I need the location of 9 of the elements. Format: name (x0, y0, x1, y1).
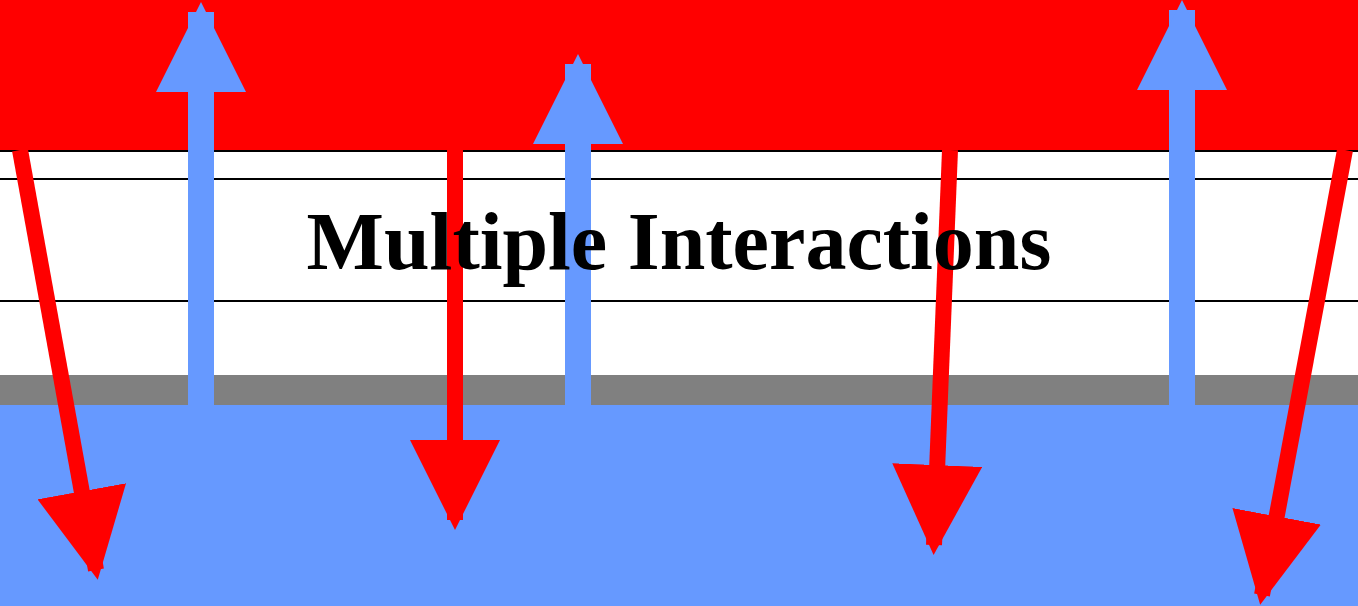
bottom-band (0, 405, 1358, 606)
top-band (0, 0, 1358, 150)
arrow (12, 148, 127, 580)
arrow (156, 2, 246, 405)
arrow (410, 150, 500, 530)
arrow (892, 149, 983, 555)
arrow (1137, 0, 1227, 405)
arrow (1232, 148, 1353, 605)
arrow (533, 54, 623, 405)
